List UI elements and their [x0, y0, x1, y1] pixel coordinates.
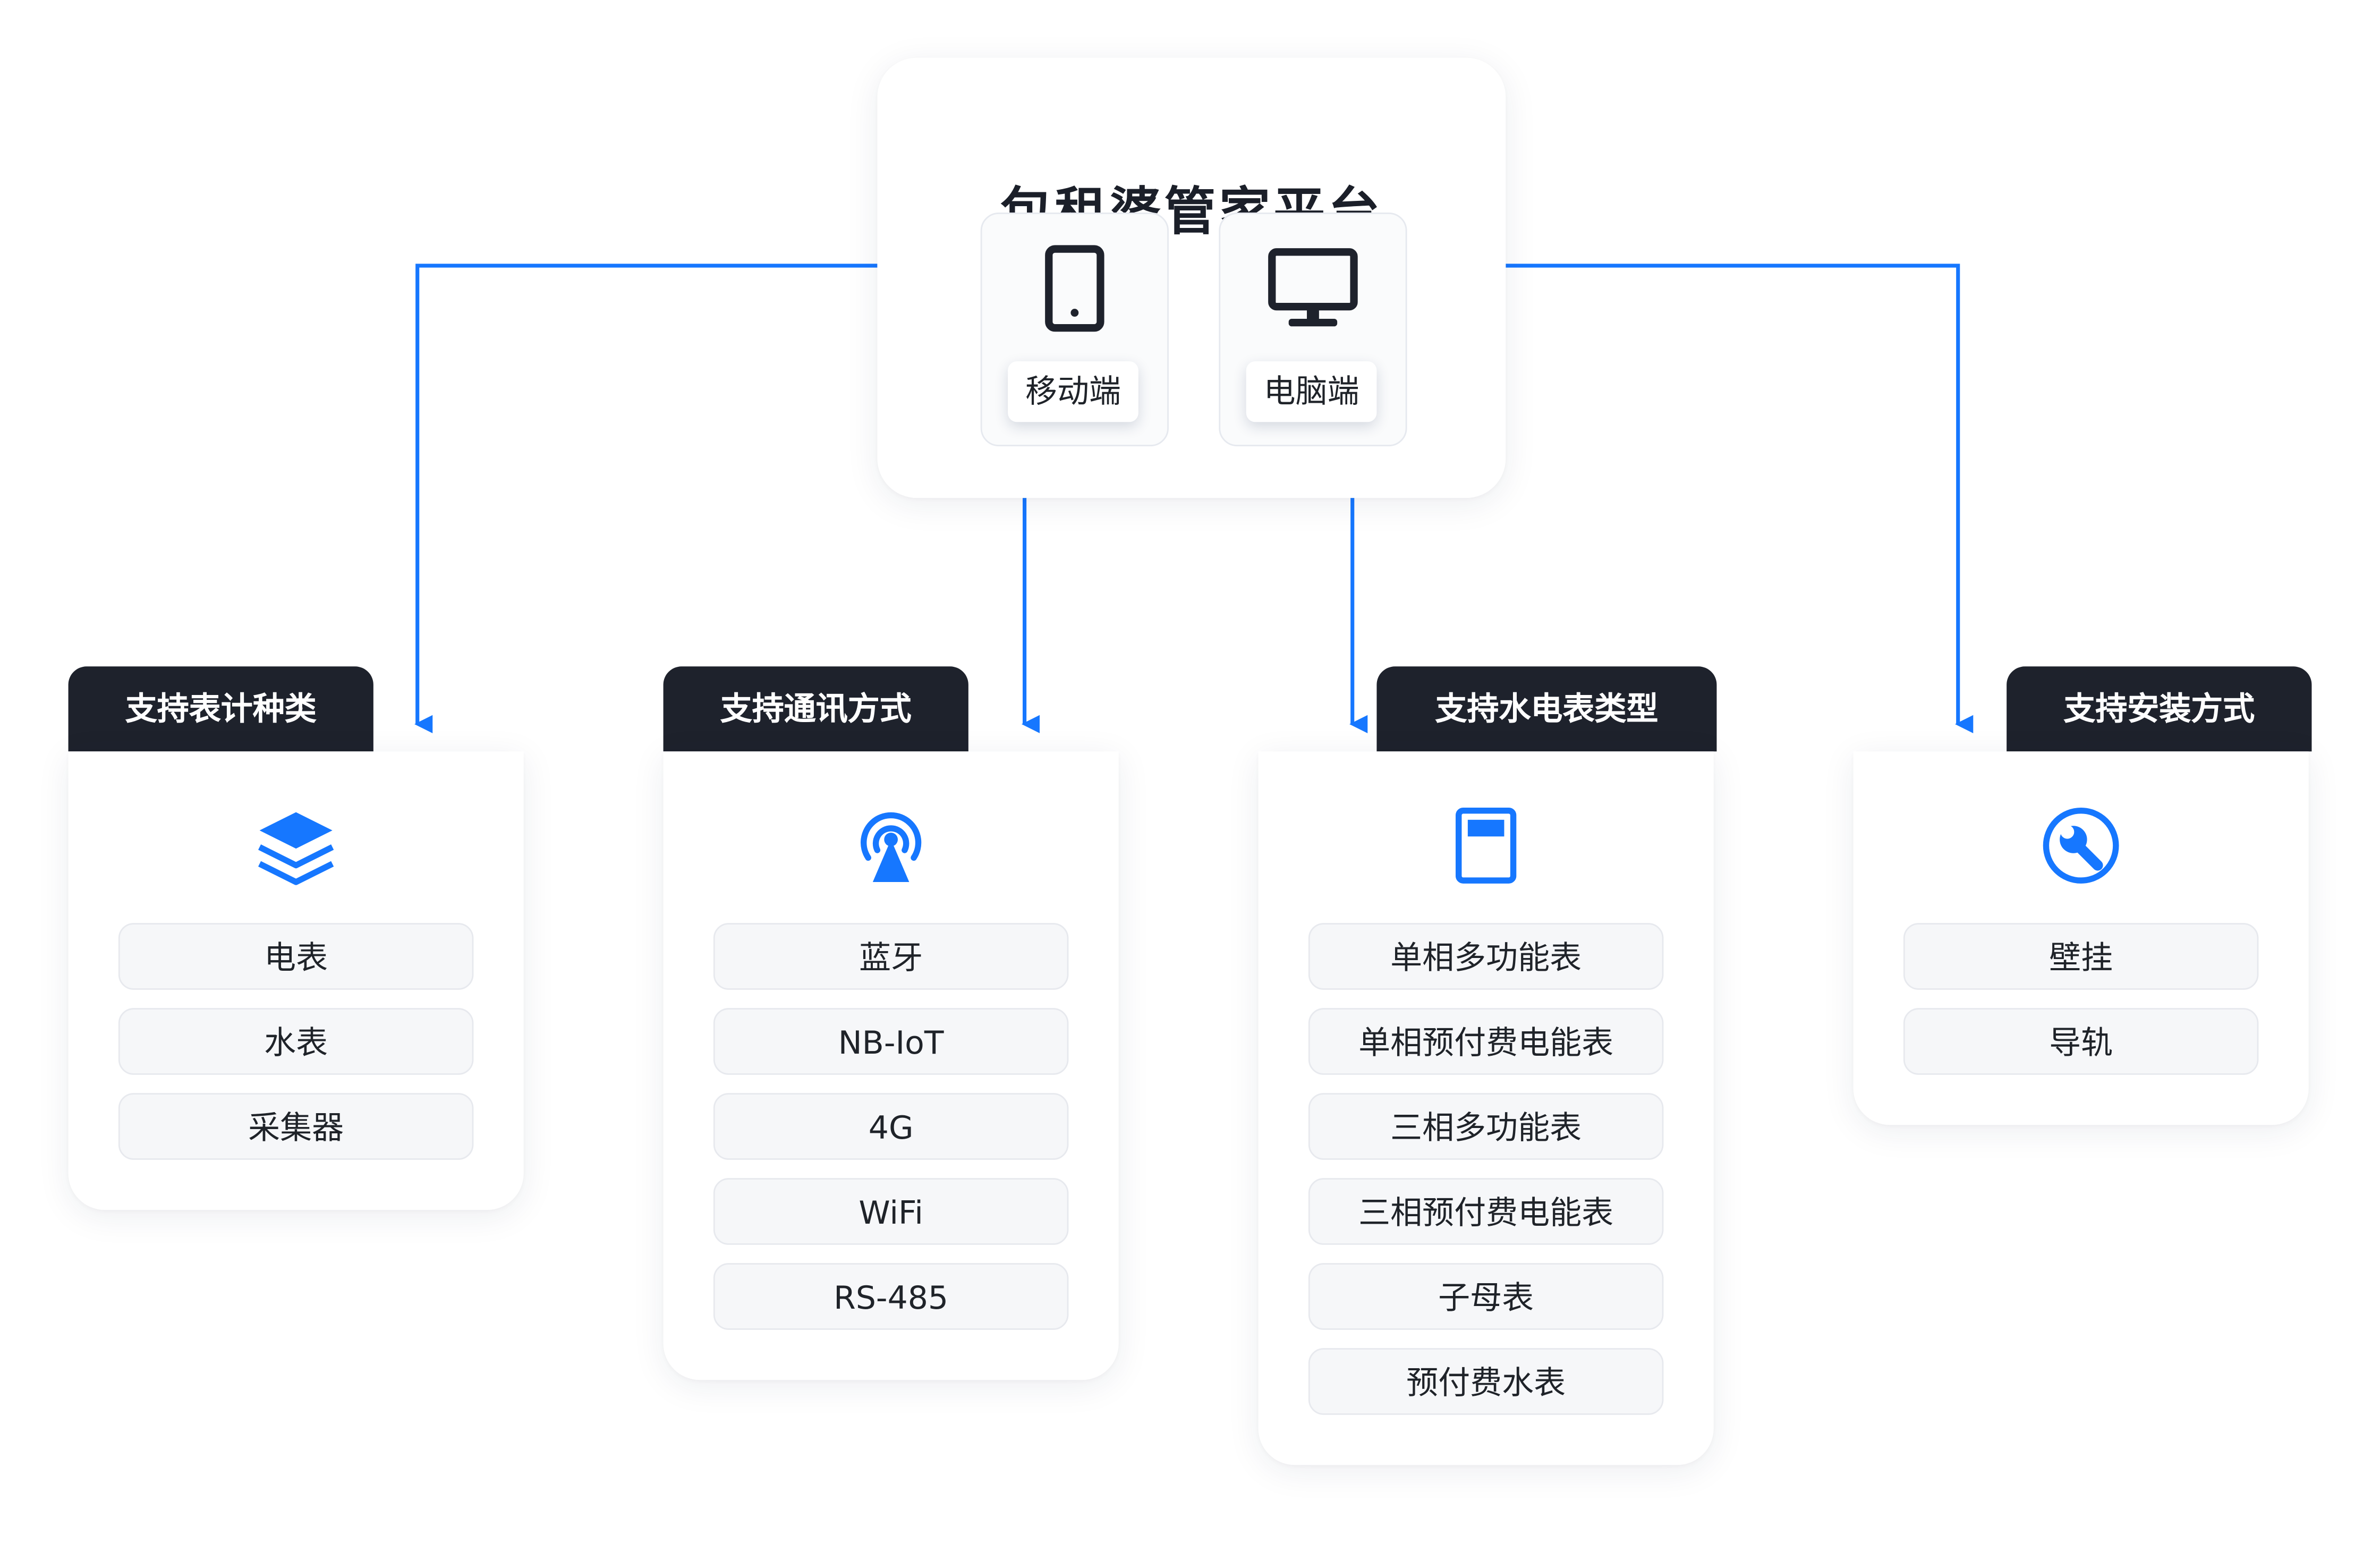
list-item: 蓝牙 — [713, 923, 1069, 990]
list-item: 三相多功能表 — [1308, 1093, 1664, 1160]
platform-card: 包租婆管家平台 移动端 电脑端 — [877, 57, 1506, 498]
list-item: 单相多功能表 — [1308, 923, 1664, 990]
category-title-meter-models: 支持水电表类型 — [1376, 666, 1717, 752]
client-pc: 电脑端 — [1219, 213, 1407, 446]
meter-icon — [1259, 803, 1714, 888]
signal-tower-icon — [664, 803, 1119, 888]
client-mobile: 移动端 — [980, 213, 1169, 446]
wrench-icon — [1854, 803, 2309, 888]
client-mobile-label: 移动端 — [1008, 361, 1138, 422]
platform-title: 包租婆管家平台 — [1000, 182, 1383, 243]
category-card-installation: 壁挂 导轨 — [1853, 751, 2309, 1125]
category-title-communication: 支持通讯方式 — [663, 666, 968, 752]
list-item: 水表 — [118, 1008, 474, 1075]
list-item: 电表 — [118, 923, 474, 990]
list-item: 4G — [713, 1093, 1069, 1160]
client-pc-label: 电脑端 — [1246, 361, 1377, 422]
list-item: 采集器 — [118, 1093, 474, 1160]
layers-icon — [69, 803, 524, 888]
connector-to-installation — [1506, 264, 1974, 734]
list-item: 子母表 — [1308, 1263, 1664, 1330]
category-card-meter-types: 电表 水表 采集器 — [68, 751, 524, 1210]
list-item: 导轨 — [1903, 1008, 2259, 1075]
list-item: WiFi — [713, 1178, 1069, 1245]
category-title-meter-types: 支持表计种类 — [68, 666, 373, 752]
list-item: 三相预付费电能表 — [1308, 1178, 1664, 1245]
category-title-installation: 支持安装方式 — [2007, 666, 2312, 752]
list-item: NB-IoT — [713, 1008, 1069, 1075]
monitor-icon — [1220, 244, 1406, 335]
list-item: RS-485 — [713, 1263, 1069, 1330]
tablet-icon — [982, 244, 1168, 335]
category-card-communication: 蓝牙 NB-IoT 4G WiFi RS-485 — [663, 751, 1119, 1380]
list-item: 壁挂 — [1903, 923, 2259, 990]
category-card-meter-models: 单相多功能表 单相预付费电能表 三相多功能表 三相预付费电能表 子母表 预付费水… — [1258, 751, 1714, 1465]
list-item: 预付费水表 — [1308, 1348, 1664, 1415]
connector-to-meter-types — [414, 264, 878, 734]
list-item: 单相预付费电能表 — [1308, 1008, 1664, 1075]
